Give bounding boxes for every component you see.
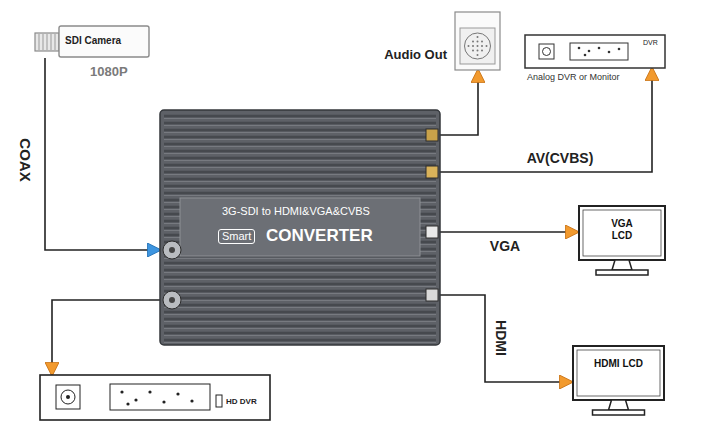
analog-dvr: DVRAnalog DVR or Monitor <box>525 35 665 68</box>
cable-label: COAX <box>17 136 34 183</box>
product-badge: Smart <box>218 229 255 244</box>
cable-label: VGA <box>488 239 522 254</box>
screen-text: VGA LCD <box>600 218 644 241</box>
monitor-illustration <box>578 205 666 291</box>
resolution-label: 1080P <box>90 65 128 80</box>
cable-connector <box>440 68 652 172</box>
hd-dvr: HD DVR <box>40 375 270 420</box>
device-tag: DVR <box>643 39 658 47</box>
device-heading: Audio Out <box>384 48 447 63</box>
audio-device: Audio Out <box>455 12 500 70</box>
product-subtitle: 3G-SDI to HDMI&VGA&CVBS <box>222 205 370 218</box>
device-tag: HD DVR <box>226 397 257 406</box>
cable-connector <box>45 58 160 250</box>
converter-box: 3G-SDI to HDMI&VGA&CVBS Smart CONVERTER <box>160 110 440 345</box>
cable-connector <box>440 231 578 233</box>
cable-label: AV(CVBS) <box>525 151 596 166</box>
hdmi-monitor: HDMI LCD <box>572 345 665 418</box>
screen-text: HDMI LCD <box>594 358 643 370</box>
vga-monitor: VGA LCD <box>578 205 666 277</box>
cable-connector <box>440 295 572 382</box>
audio-illustration <box>455 12 500 84</box>
cable-connector <box>440 70 478 135</box>
product-name: CONVERTER <box>266 226 373 246</box>
device-name: SDI Camera <box>65 35 121 47</box>
device-caption: Analog DVR or Monitor <box>527 72 620 82</box>
cable-connector <box>52 300 160 375</box>
cable-label: HDMI <box>492 318 507 358</box>
sdi-camera: SDI Camera1080P <box>35 25 150 58</box>
